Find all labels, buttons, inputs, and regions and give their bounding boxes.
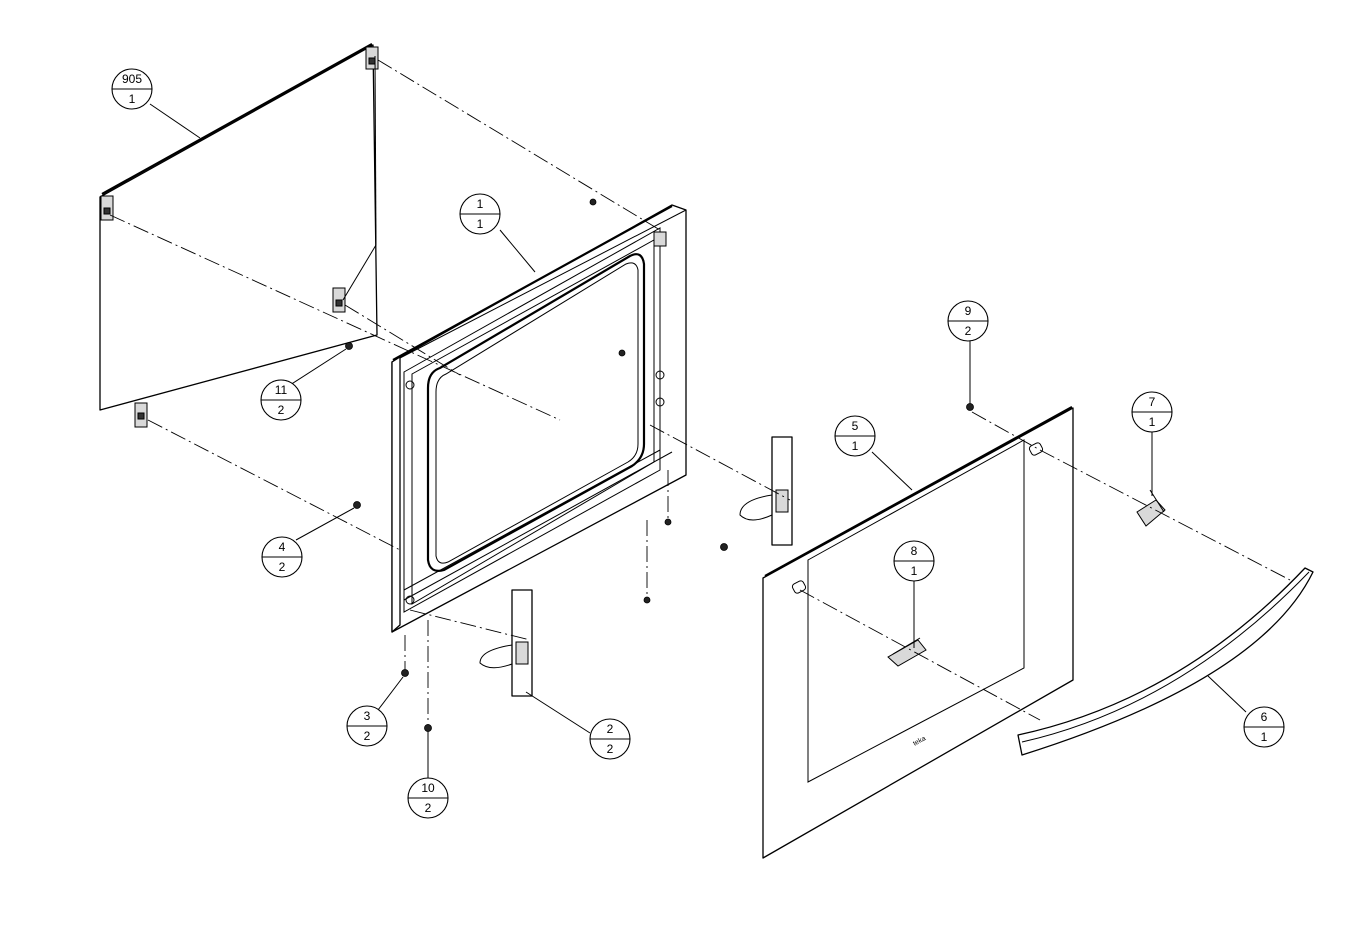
callout-number: 5 <box>852 419 859 433</box>
screw-top <box>589 198 597 206</box>
callout-qty: 2 <box>279 560 286 574</box>
screw-hinge <box>720 543 728 551</box>
callout-number: 905 <box>122 72 142 86</box>
part-2-hinge <box>479 589 533 697</box>
callout-bubbles: 905 1 1 1 11 2 9 2 5 1 <box>111 68 1285 819</box>
callout-10: 10 2 <box>407 777 449 819</box>
callout-qty: 1 <box>1261 730 1268 744</box>
screw-4 <box>353 501 361 509</box>
part-8-bracket <box>887 637 927 667</box>
callout-number: 6 <box>1261 710 1268 724</box>
callout-number: 7 <box>1149 395 1156 409</box>
part-905-inner-glass-panel <box>99 43 379 428</box>
callout-7: 7 1 <box>1131 391 1173 433</box>
callout-2: 2 2 <box>589 718 631 760</box>
part-1-inner-door-frame <box>391 204 687 633</box>
callout-905: 905 1 <box>111 68 153 110</box>
callout-11: 11 2 <box>260 379 302 421</box>
part-6-door-handle <box>1017 567 1314 756</box>
part-2-hinge <box>739 436 793 546</box>
screw-mid <box>618 349 626 357</box>
callout-qty: 1 <box>852 439 859 453</box>
screw-bottom-b <box>643 596 651 604</box>
callout-1: 1 1 <box>459 193 501 235</box>
screw-3 <box>401 669 409 677</box>
callout-qty: 1 <box>477 217 484 231</box>
screw-11 <box>345 342 353 350</box>
callout-qty: 2 <box>278 403 285 417</box>
panel-clip <box>100 195 114 221</box>
callout-qty: 1 <box>911 564 918 578</box>
callout-number: 3 <box>364 709 371 723</box>
screw-10 <box>424 724 432 732</box>
callout-4: 4 2 <box>261 536 303 578</box>
panel-clip <box>332 287 346 313</box>
callout-qty: 1 <box>129 92 136 106</box>
callout-3: 3 2 <box>346 705 388 747</box>
callout-8: 8 1 <box>893 540 935 582</box>
callout-number: 9 <box>965 304 972 318</box>
callout-number: 8 <box>911 544 918 558</box>
assembly-axes <box>109 59 1291 725</box>
callout-qty: 2 <box>425 801 432 815</box>
panel-clip <box>365 46 379 70</box>
callout-number: 1 <box>477 197 484 211</box>
panel-clip <box>134 402 148 428</box>
callout-qty: 1 <box>1149 415 1156 429</box>
callout-9: 9 2 <box>947 300 989 342</box>
callout-number: 11 <box>275 383 288 397</box>
part-5-outer-glass: teka <box>762 406 1074 859</box>
callout-number: 4 <box>279 540 286 554</box>
callout-6: 6 1 <box>1243 706 1285 748</box>
leader-lines <box>149 55 1247 778</box>
screw-9 <box>966 403 974 411</box>
screw-bottom-a <box>664 518 672 526</box>
callout-5: 5 1 <box>834 415 876 457</box>
callout-number: 2 <box>607 722 614 736</box>
callout-qty: 2 <box>364 729 371 743</box>
callout-number: 10 <box>421 781 435 795</box>
callout-qty: 2 <box>607 742 614 756</box>
callout-qty: 2 <box>965 324 972 338</box>
